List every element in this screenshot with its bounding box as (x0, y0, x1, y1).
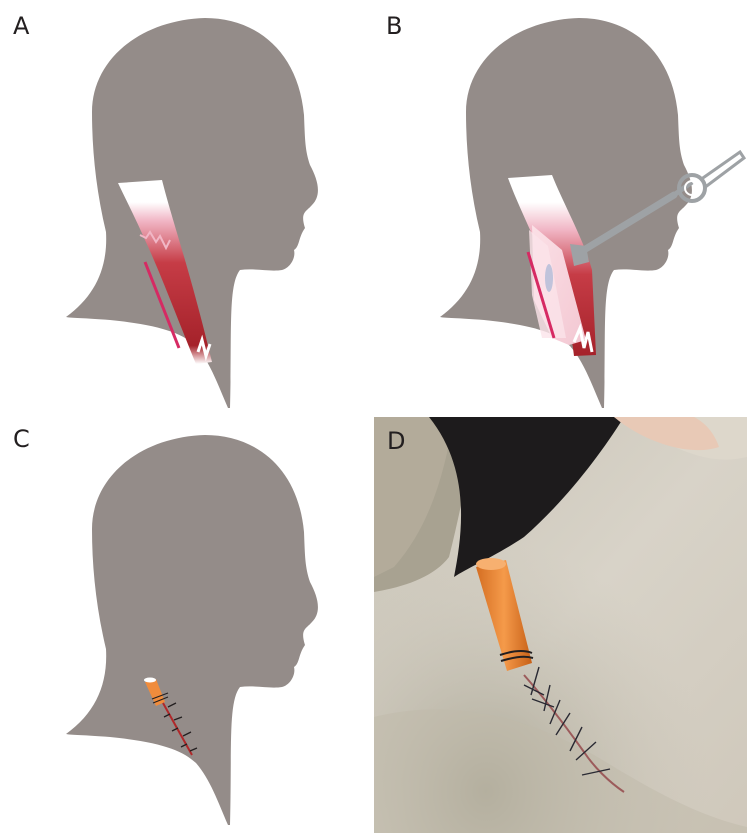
panel-a: A (0, 0, 373, 416)
head-silhouette-b (374, 0, 747, 416)
panel-d: D (374, 417, 747, 833)
head-silhouette-a (0, 0, 373, 416)
panel-c: C (0, 417, 373, 833)
head-silhouette-c (0, 417, 373, 833)
clinical-photo (374, 417, 747, 833)
panel-label-b: B (386, 14, 402, 38)
panel-label-c: C (13, 427, 30, 451)
panel-b: B (374, 0, 747, 416)
panel-label-a: A (13, 14, 29, 38)
panel-label-d: D (387, 429, 405, 453)
